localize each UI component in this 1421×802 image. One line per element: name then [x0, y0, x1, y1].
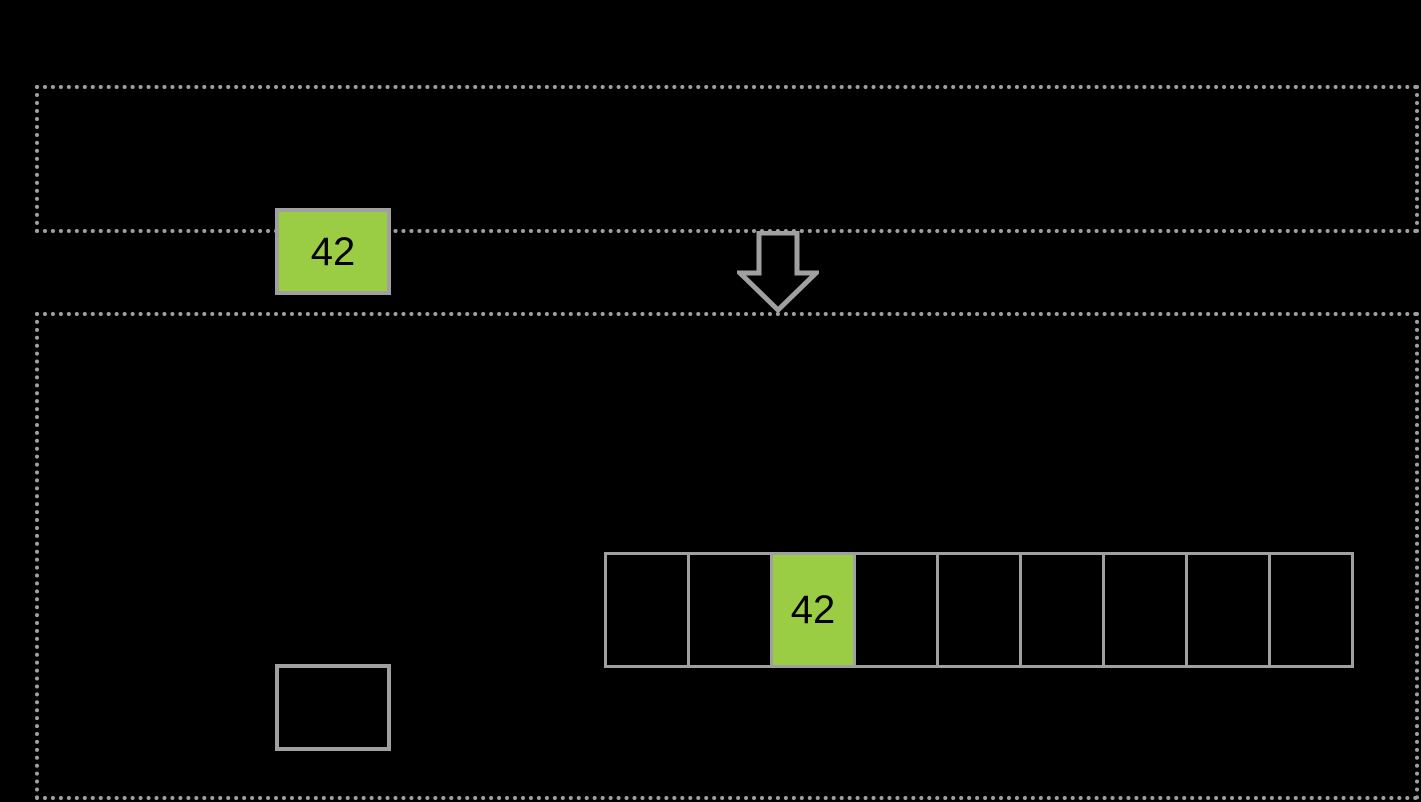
arrow-down-icon: [737, 231, 819, 313]
array-cell-8[interactable]: [1268, 552, 1354, 668]
array-cell-2[interactable]: 42: [770, 552, 856, 668]
array-cell-4[interactable]: [936, 552, 1022, 668]
array-cell-0[interactable]: [604, 552, 690, 668]
array-cell-3[interactable]: [853, 552, 939, 668]
source-panel: 42: [35, 85, 1419, 295]
target-panel: [35, 312, 1419, 800]
array-cell-6[interactable]: [1102, 552, 1188, 668]
array-cell-1[interactable]: [687, 552, 773, 668]
source-value-box[interactable]: 42: [275, 208, 391, 295]
array-cell-5[interactable]: [1019, 552, 1105, 668]
array-row: 42: [604, 552, 1354, 668]
target-slot-box[interactable]: [275, 664, 391, 751]
array-cell-7[interactable]: [1185, 552, 1271, 668]
